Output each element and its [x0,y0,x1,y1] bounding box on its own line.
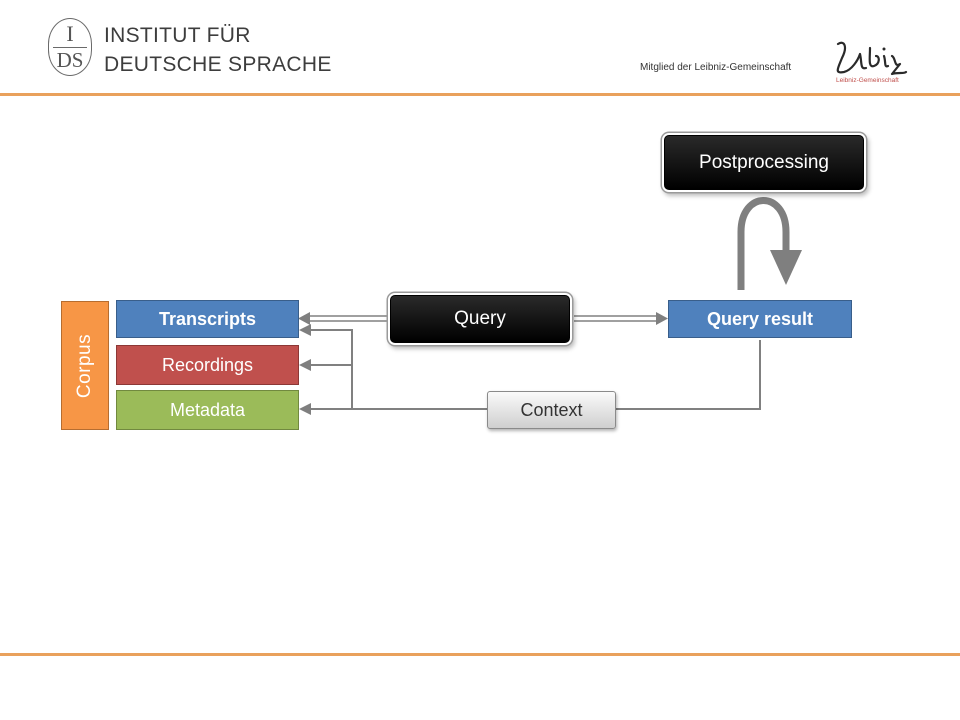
transcripts-branch-line [311,329,353,409]
query-button: Query [390,295,570,343]
query-to-result-arrow [574,312,668,325]
ids-logo-ds: DS [56,48,84,72]
recordings-box: Recordings [116,345,299,385]
metadata-arrowhead [299,403,311,415]
institute-name-line1: INSTITUT FÜR [104,24,251,47]
query-to-transcripts-arrow [298,312,389,325]
postprocessing-loop-arrow [737,197,790,290]
ids-logo-rule [53,47,87,48]
transcripts-box: Transcripts [116,300,299,338]
corpus-label: Corpus [74,333,95,398]
ids-logo: I DS [48,18,92,76]
corpus-box: Corpus [61,301,109,430]
transcripts-branch-arrowhead [299,324,311,336]
context-button: Context [487,391,616,429]
leibniz-signature-dot [882,47,886,51]
ids-logo-i: I [66,21,74,46]
postprocessing-button: Postprocessing [664,135,864,190]
metadata-box: Metadata [116,390,299,430]
membership-text: Mitglied der Leibniz-Gemeinschaft [640,62,792,73]
postprocessing-loop-arrowhead [770,250,802,285]
leibniz-logo: Leibniz-Gemeinschaft [836,41,908,84]
query-result-box: Query result [668,300,852,338]
context-return-line [311,340,761,410]
footer-divider [0,653,960,656]
recordings-arrowhead [299,359,311,371]
leibniz-caption: Leibniz-Gemeinschaft [836,77,899,84]
institute-name-line2: DEUTSCHE SPRACHE [104,53,332,76]
leibniz-signature-icon [836,41,908,76]
header-divider [0,93,960,96]
